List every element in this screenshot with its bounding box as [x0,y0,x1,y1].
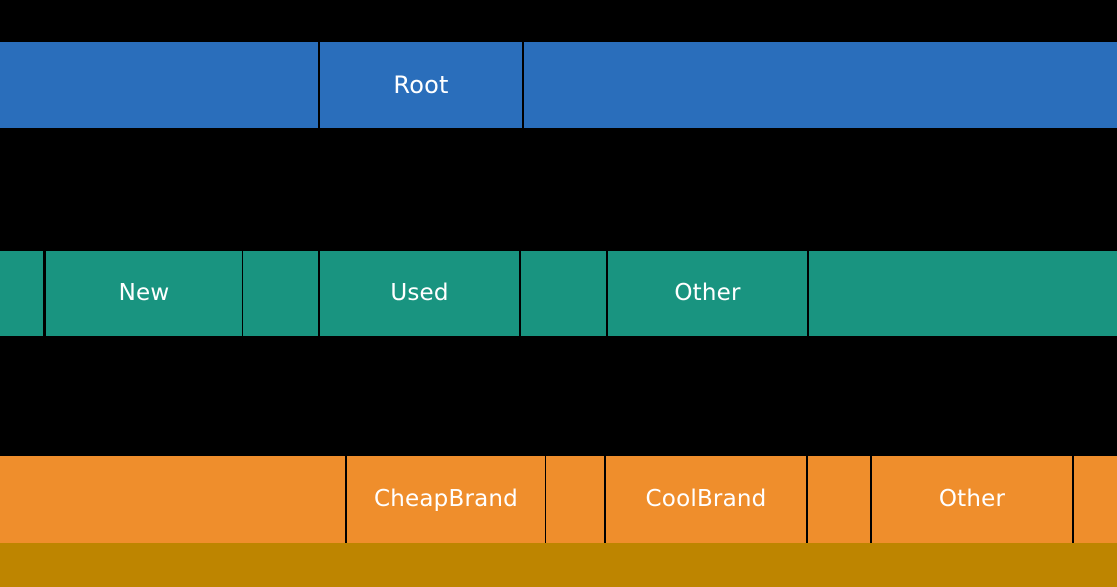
icicle-node-label: New [118,280,170,306]
icicle-node-used[interactable]: Used [320,251,519,336]
icicle-node-unlabeled[interactable] [809,251,1117,336]
icicle-node-other[interactable]: Other [608,251,807,336]
icicle-node-unlabeled[interactable] [0,543,1117,587]
leaf-level [0,543,1117,587]
icicle-node-unlabeled[interactable] [0,42,318,128]
icicle-node-root[interactable]: Root [320,42,522,128]
icicle-node-label: Other [674,280,741,306]
icicle-node-unlabeled[interactable] [808,456,870,543]
icicle-node-label: Other [938,486,1006,512]
icicle-node-cheapbrand[interactable]: CheapBrand [347,456,545,543]
icicle-node-coolbrand[interactable]: CoolBrand [606,456,806,543]
icicle-node-unlabeled[interactable] [546,456,604,543]
icicle-node-label: CheapBrand [374,486,518,512]
icicle-node-label: CoolBrand [645,486,767,512]
icicle-node-label: Used [390,280,449,306]
icicle-node-unlabeled[interactable] [243,251,318,336]
icicle-node-other[interactable]: Other [872,456,1072,543]
icicle-node-unlabeled[interactable] [0,251,43,336]
icicle-node-label: Root [393,71,449,99]
icicle-node-unlabeled[interactable] [521,251,606,336]
root-level: Root [0,42,1117,128]
icicle-node-new[interactable]: New [46,251,242,336]
brand-level: CheapBrand CoolBrand Other [0,456,1117,543]
icicle-node-unlabeled[interactable] [0,456,345,543]
icicle-node-unlabeled[interactable] [1074,456,1117,543]
condition-level: New Used Other [0,251,1117,336]
icicle-node-unlabeled[interactable] [524,42,1117,128]
